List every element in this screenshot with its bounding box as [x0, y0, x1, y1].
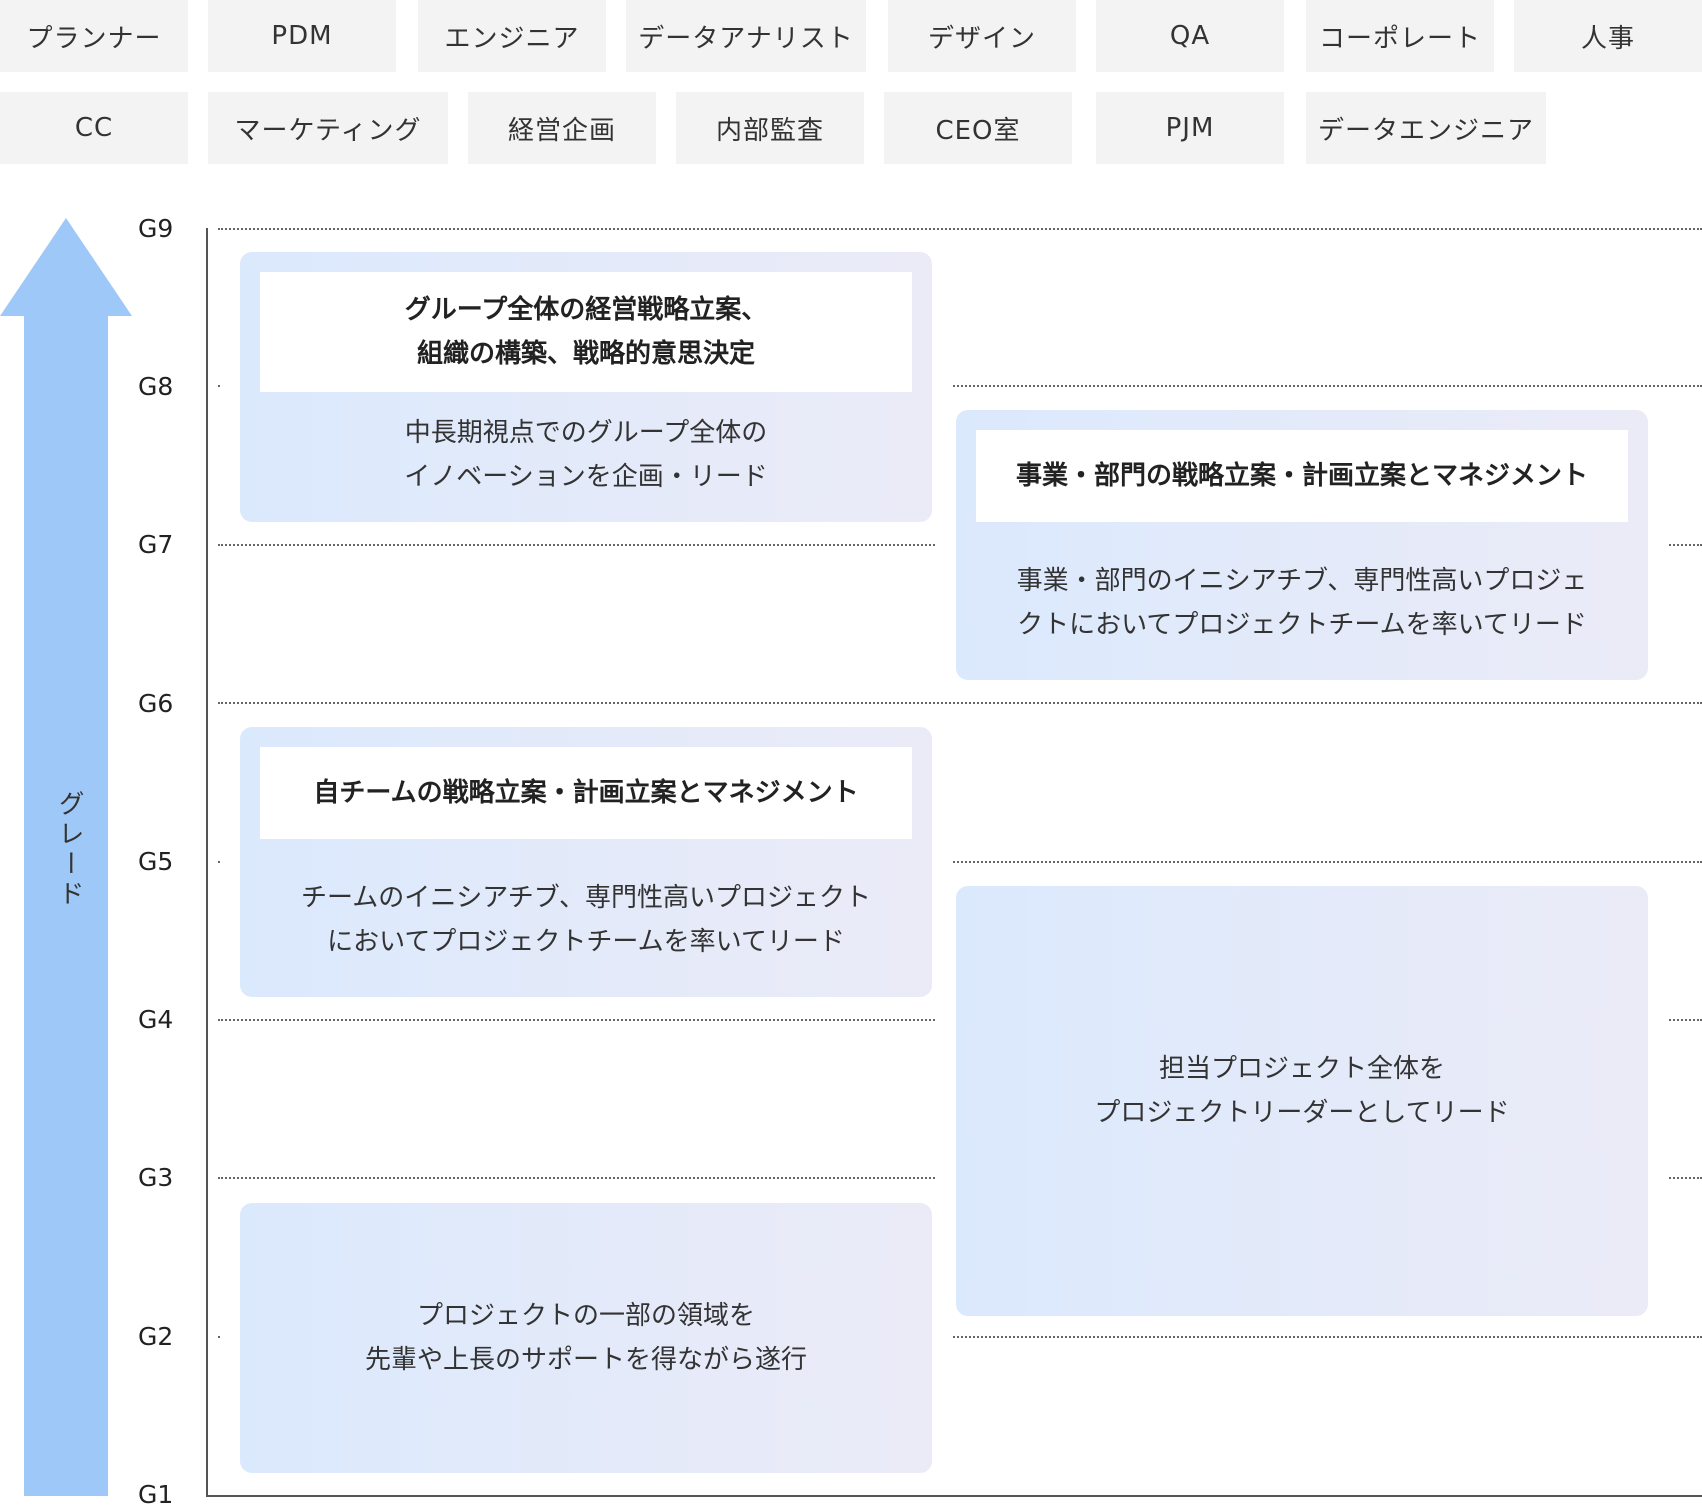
baseline-axis	[206, 1495, 1702, 1497]
grade-label-g3: G3	[138, 1163, 174, 1192]
grade-axis-label: グレード	[54, 790, 84, 910]
category-tag-design: デザイン	[888, 0, 1076, 72]
role-box-project-lead: 担当プロジェクト全体を プロジェクトリーダーとしてリード	[956, 886, 1648, 1316]
grade-line-g9	[218, 228, 1702, 230]
category-tag-internal-audit: 内部監査	[676, 92, 864, 164]
grade-label-g7: G7	[138, 530, 174, 559]
role-description-project-lead: 担当プロジェクト全体を プロジェクトリーダーとしてリード	[1094, 1054, 1510, 1128]
role-description-executive: 中長期視点でのグループ全体の イノベーションを企画・リード	[404, 418, 768, 492]
category-tag-hr: 人事	[1514, 0, 1702, 72]
role-box-team: 自チームの戦略立案・計画立案とマネジメント チームのイニシアチブ、専門性高いプロ…	[240, 727, 932, 997]
grade-label-g2: G2	[138, 1322, 174, 1351]
category-tag-qa: QA	[1096, 0, 1284, 72]
category-tag-ceo-office: CEO室	[884, 92, 1072, 164]
grade-label-g6: G6	[138, 689, 174, 718]
category-tag-marketing: マーケティング	[208, 92, 448, 164]
role-title-team: 自チームの戦略立案・計画立案とマネジメント	[260, 747, 912, 839]
category-tag-engineer: エンジニア	[418, 0, 606, 72]
category-tag-corporate-planning: 経営企画	[468, 92, 656, 164]
grade-label-g5: G5	[138, 847, 174, 876]
role-title-department: 事業・部門の戦略立案・計画立案とマネジメント	[976, 430, 1628, 522]
grade-line-g8	[218, 385, 1702, 387]
category-tag-pdm: PDM	[208, 0, 396, 72]
grade-label-g8: G8	[138, 372, 174, 401]
grade-line-g5	[218, 861, 1702, 863]
role-description-team: チームのイニシアチブ、専門性高いプロジェクト においてプロジェクトチームを率いて…	[301, 883, 871, 957]
category-tag-cc: CC	[0, 92, 188, 164]
role-box-department: 事業・部門の戦略立案・計画立案とマネジメント 事業・部門のイニシアチブ、専門性高…	[956, 410, 1648, 680]
vertical-axis	[206, 228, 208, 1496]
grade-line-g6	[218, 702, 1702, 704]
role-box-executive: グループ全体の経営戦略立案、 組織の構築、戦略的意思決定 中長期視点でのグループ…	[240, 252, 932, 522]
grade-line-g2	[218, 1336, 1702, 1338]
category-tag-pjm: PJM	[1096, 92, 1284, 164]
grade-arrow-head	[0, 218, 132, 316]
grade-arrow-shaft	[24, 312, 108, 1496]
category-tag-corporate: コーポレート	[1306, 0, 1494, 72]
role-description-member: プロジェクトの一部の領域を 先輩や上長のサポートを得ながら遂行	[364, 1301, 807, 1375]
grade-label-g4: G4	[138, 1005, 174, 1034]
grade-label-g1: G1	[138, 1480, 174, 1509]
role-title-executive: グループ全体の経営戦略立案、 組織の構築、戦略的意思決定	[260, 272, 912, 392]
category-tag-planner: プランナー	[0, 0, 188, 72]
role-box-member: プロジェクトの一部の領域を 先輩や上長のサポートを得ながら遂行	[240, 1203, 932, 1473]
category-tag-data-engineer: データエンジニア	[1306, 92, 1546, 164]
category-tag-data-analyst: データアナリスト	[626, 0, 866, 72]
role-description-department: 事業・部門のイニシアチブ、専門性高いプロジェ クトにおいてプロジェクトチームを率…	[1016, 566, 1588, 640]
grade-label-g9: G9	[138, 214, 174, 243]
